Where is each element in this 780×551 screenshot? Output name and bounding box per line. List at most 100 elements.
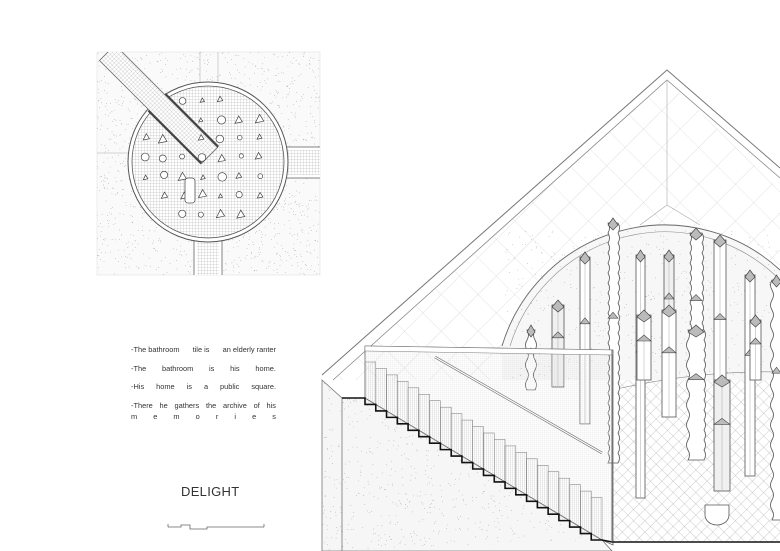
poem-word: bathroom (162, 363, 194, 373)
stipple-dot (296, 233, 298, 235)
stipple-dot (306, 140, 307, 141)
stipple-dot (235, 64, 236, 66)
stipple-dot (429, 482, 430, 484)
stipple-dot (463, 499, 465, 501)
stipple-dot (747, 259, 748, 261)
stipple-dot (408, 458, 409, 460)
stipple-dot (563, 282, 565, 283)
stipple-dot (237, 246, 239, 247)
plan-object (160, 191, 169, 199)
stipple-dot (458, 490, 460, 492)
stipple-dot (390, 521, 391, 523)
stipple-dot (709, 294, 710, 296)
stipple-dot (521, 513, 523, 515)
stipple-dot (441, 489, 442, 491)
stipple-dot (303, 56, 304, 57)
stipple-dot (563, 532, 564, 534)
stipple-dot (204, 62, 205, 64)
stipple-dot (376, 447, 378, 449)
stipple-dot (107, 178, 108, 179)
stipple-dot (138, 267, 139, 269)
stipple-dot (648, 244, 649, 246)
stipple-dot (426, 455, 428, 457)
stipple-dot (536, 247, 537, 249)
stipple-dot (488, 480, 490, 482)
stipple-dot (282, 209, 284, 211)
stipple-dot (102, 243, 103, 245)
stipple-dot (244, 66, 246, 68)
stipple-dot (356, 446, 358, 448)
stipple-dot (426, 465, 428, 467)
stipple-dot (407, 506, 408, 508)
stair-riser (537, 465, 549, 508)
stipple-dot (710, 342, 711, 344)
stipple-dot (104, 239, 106, 241)
stipple-dot (131, 118, 133, 119)
stipple-dot (621, 293, 622, 295)
stipple-dot (358, 385, 359, 386)
stipple-dot (298, 204, 300, 206)
stipple-dot (113, 224, 115, 225)
stipple-dot (146, 55, 147, 56)
stipple-dot (457, 518, 459, 520)
stipple-dot (167, 60, 168, 61)
stipple-dot (597, 326, 599, 327)
stipple-dot (105, 252, 107, 254)
stipple-dot (240, 81, 242, 83)
stipple-dot (131, 216, 133, 218)
stipple-dot (570, 270, 572, 272)
stipple-dot (369, 415, 371, 416)
stipple-dot (381, 487, 382, 489)
stipple-dot (619, 323, 621, 325)
stipple-dot (499, 485, 501, 487)
stipple-dot (762, 361, 764, 362)
stipple-dot (294, 254, 295, 255)
stipple-dot (260, 67, 262, 69)
stipple-dot (325, 494, 326, 496)
stipple-dot (268, 218, 270, 220)
stipple-dot (248, 61, 250, 63)
stipple-dot (106, 128, 108, 129)
stipple-dot (768, 312, 770, 314)
stipple-dot (438, 455, 440, 456)
stipple-dot (551, 280, 552, 282)
stipple-dot (331, 455, 332, 457)
stipple-dot (504, 496, 505, 497)
stipple-dot (409, 435, 410, 437)
stipple-dot (762, 345, 763, 347)
stipple-dot (389, 475, 391, 476)
stipple-dot (130, 206, 132, 208)
stipple-dot (246, 255, 248, 256)
stipple-dot (407, 442, 409, 444)
stipple-dot (98, 92, 100, 94)
stipple-dot (244, 234, 246, 236)
stipple-dot (581, 239, 583, 241)
stipple-dot (296, 101, 297, 103)
stipple-dot (394, 546, 396, 548)
stipple-dot (210, 78, 211, 80)
stipple-dot (514, 257, 516, 259)
stipple-dot (627, 230, 628, 232)
stipple-dot (268, 266, 270, 267)
stipple-dot (144, 68, 145, 70)
plan-object (235, 172, 243, 179)
stipple-dot (236, 55, 238, 56)
stipple-dot (249, 52, 251, 54)
stipple-dot (183, 54, 185, 56)
stipple-dot (258, 230, 260, 231)
stipple-dot (767, 234, 769, 236)
stipple-dot (523, 505, 525, 507)
stipple-dot (125, 205, 127, 206)
stipple-dot (219, 74, 221, 76)
stipple-dot (367, 480, 369, 482)
plan-object (200, 174, 206, 180)
stipple-dot (660, 235, 661, 237)
stipple-dot (133, 98, 135, 100)
stipple-dot (531, 239, 532, 241)
stipple-dot (578, 537, 580, 539)
stipple-dot (180, 254, 182, 256)
stipple-dot (295, 59, 297, 61)
stipple-dot (313, 122, 315, 124)
object-fragment (713, 313, 727, 320)
stipple-dot (119, 120, 121, 121)
